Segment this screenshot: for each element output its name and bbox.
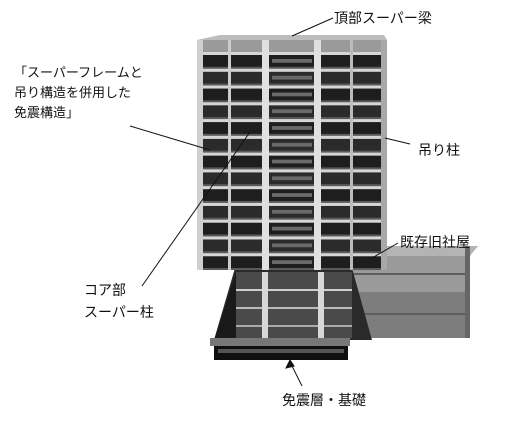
core-opening	[272, 142, 312, 147]
floor-slab	[197, 186, 387, 190]
core-opening	[272, 75, 312, 80]
floor-slab	[197, 119, 387, 123]
core-podium	[214, 268, 372, 340]
label-existing-building: 既存旧社屋	[400, 235, 470, 251]
floor-slab	[197, 253, 387, 257]
floor-slab	[197, 219, 387, 223]
core-opening	[272, 109, 312, 114]
core-opening	[272, 226, 312, 231]
leader-lines	[129, 17, 411, 387]
core-opening	[272, 260, 312, 264]
core-opening	[272, 126, 312, 130]
label-concept-line1: 「スーパーフレームと	[14, 66, 143, 81]
label-top-super-beam: 頂部スーパー梁	[334, 11, 432, 27]
label-core-line1: コア部	[84, 283, 126, 299]
floor-slab	[197, 202, 387, 206]
floor-slab	[197, 102, 387, 106]
label-hanging-column: 吊り柱	[418, 143, 460, 159]
core-opening	[272, 209, 312, 214]
label-core-line2: スーパー柱	[84, 305, 154, 321]
main-tower	[197, 35, 387, 270]
core-opening	[272, 92, 312, 97]
core-opening	[272, 193, 312, 197]
core-opening	[272, 176, 312, 181]
floor-slab	[197, 68, 387, 72]
floor-slab	[197, 152, 387, 156]
isolation-foundation	[210, 338, 350, 360]
label-isolation-foundation: 免震層・基礎	[282, 393, 366, 409]
floor-slab	[197, 236, 387, 240]
floor-slab	[197, 85, 387, 89]
floor-slab	[197, 52, 387, 55]
core-opening	[272, 243, 312, 248]
floor-slab	[197, 135, 387, 139]
core-opening	[272, 59, 312, 63]
core-opening	[272, 159, 312, 164]
label-concept-line3: 免震構造」	[14, 106, 80, 121]
label-concept-line2: 吊り構造を併用した	[14, 86, 132, 101]
floor-slab	[197, 169, 387, 173]
